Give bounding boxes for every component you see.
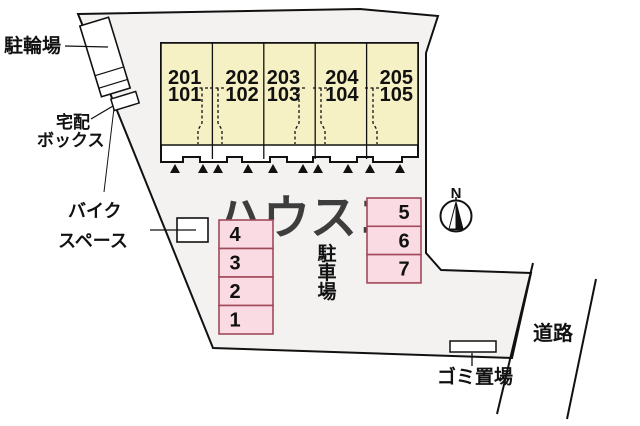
parking-lot-label-char: 駐 (317, 242, 336, 265)
unit-lower-label: 102 (225, 84, 258, 106)
delivery-box-structure (109, 90, 141, 112)
unit-entry-dashed-path (291, 87, 307, 144)
leader-lines (64, 45, 473, 366)
unit-lower-label: 104 (325, 84, 359, 106)
bicycle-parking-leader (64, 45, 109, 48)
road-outer-edge (566, 278, 597, 420)
bike-space-label-line1: バイク (68, 201, 122, 221)
parking-left-column: 4 3 2 1 (218, 219, 274, 335)
unit-lower-label: 101 (168, 84, 201, 106)
delivery-box-label-line1: 宅配 (56, 112, 90, 132)
bicycle-parking-label: 駐輪場 (4, 34, 61, 57)
entry-triangle-icon (365, 164, 375, 173)
unit-upper-label: 202 (225, 67, 258, 89)
parking-stall-number: 3 (229, 253, 240, 275)
parking-stall-number: 1 (229, 310, 240, 332)
unit-upper-label: 205 (380, 67, 413, 89)
unit-lower-label: 103 (267, 84, 300, 106)
parking-lot-label-char: 車 (317, 261, 336, 284)
entry-triangle-icon (198, 164, 208, 173)
road-label: 道路 (533, 321, 574, 345)
unit-entry-dashed-path (210, 87, 226, 144)
parking-stall-number: 7 (398, 259, 409, 281)
bike-space-label-line2: スペース (58, 231, 128, 251)
parking-stall-number: 6 (398, 230, 409, 252)
parking-stall (218, 304, 274, 335)
entry-triangle-icon (298, 164, 308, 173)
parking-stall-number: 5 (398, 202, 409, 224)
parking-stall (218, 219, 274, 250)
north-label: N (451, 185, 462, 202)
garbage-area-label: ゴミ置場 (437, 365, 513, 388)
unit-upper-label: 201 (168, 67, 201, 89)
entry-triangle-icon (170, 164, 180, 173)
parking-stall (366, 253, 422, 284)
entry-triangle-icon (243, 164, 253, 173)
unit-entry-dashed-path (194, 87, 210, 144)
parking-stall (218, 276, 274, 307)
unit-lower-label: 105 (380, 84, 413, 106)
bike-space-upper-leader (103, 107, 115, 193)
entry-triangles (170, 164, 405, 173)
unit-entry-dashed-path (365, 87, 381, 144)
parking-lot-label-char: 場 (317, 281, 336, 303)
parking-stall (218, 247, 274, 278)
north-compass: N (439, 185, 473, 233)
unit-upper-label: 204 (325, 67, 359, 89)
road-inner-edge (496, 262, 534, 415)
parking-right-column: 5 6 7 (366, 197, 422, 284)
parking-lot-label: 駐車場 (317, 242, 336, 303)
entry-triangle-icon (268, 164, 278, 173)
entry-triangle-icon (395, 164, 405, 173)
parking-stall-number: 2 (229, 281, 240, 303)
parking-stall-number: 4 (229, 224, 241, 246)
unit-upper-label: 203 (267, 67, 300, 89)
parking-stall (366, 197, 422, 228)
delivery-box-leader (90, 105, 114, 120)
unit-dividers (211, 43, 368, 159)
parking-stall (366, 225, 422, 256)
entry-triangle-icon (213, 164, 223, 173)
bicycle-parking-structure (78, 16, 132, 98)
entry-triangle-icon (313, 164, 323, 173)
entry-dashed-paths (194, 87, 381, 144)
unit-entry-dashed-path (313, 87, 329, 144)
delivery-box-label-line2: ボックス (37, 131, 105, 150)
entry-triangle-icon (343, 164, 353, 173)
garbage-area-structure (449, 340, 497, 353)
